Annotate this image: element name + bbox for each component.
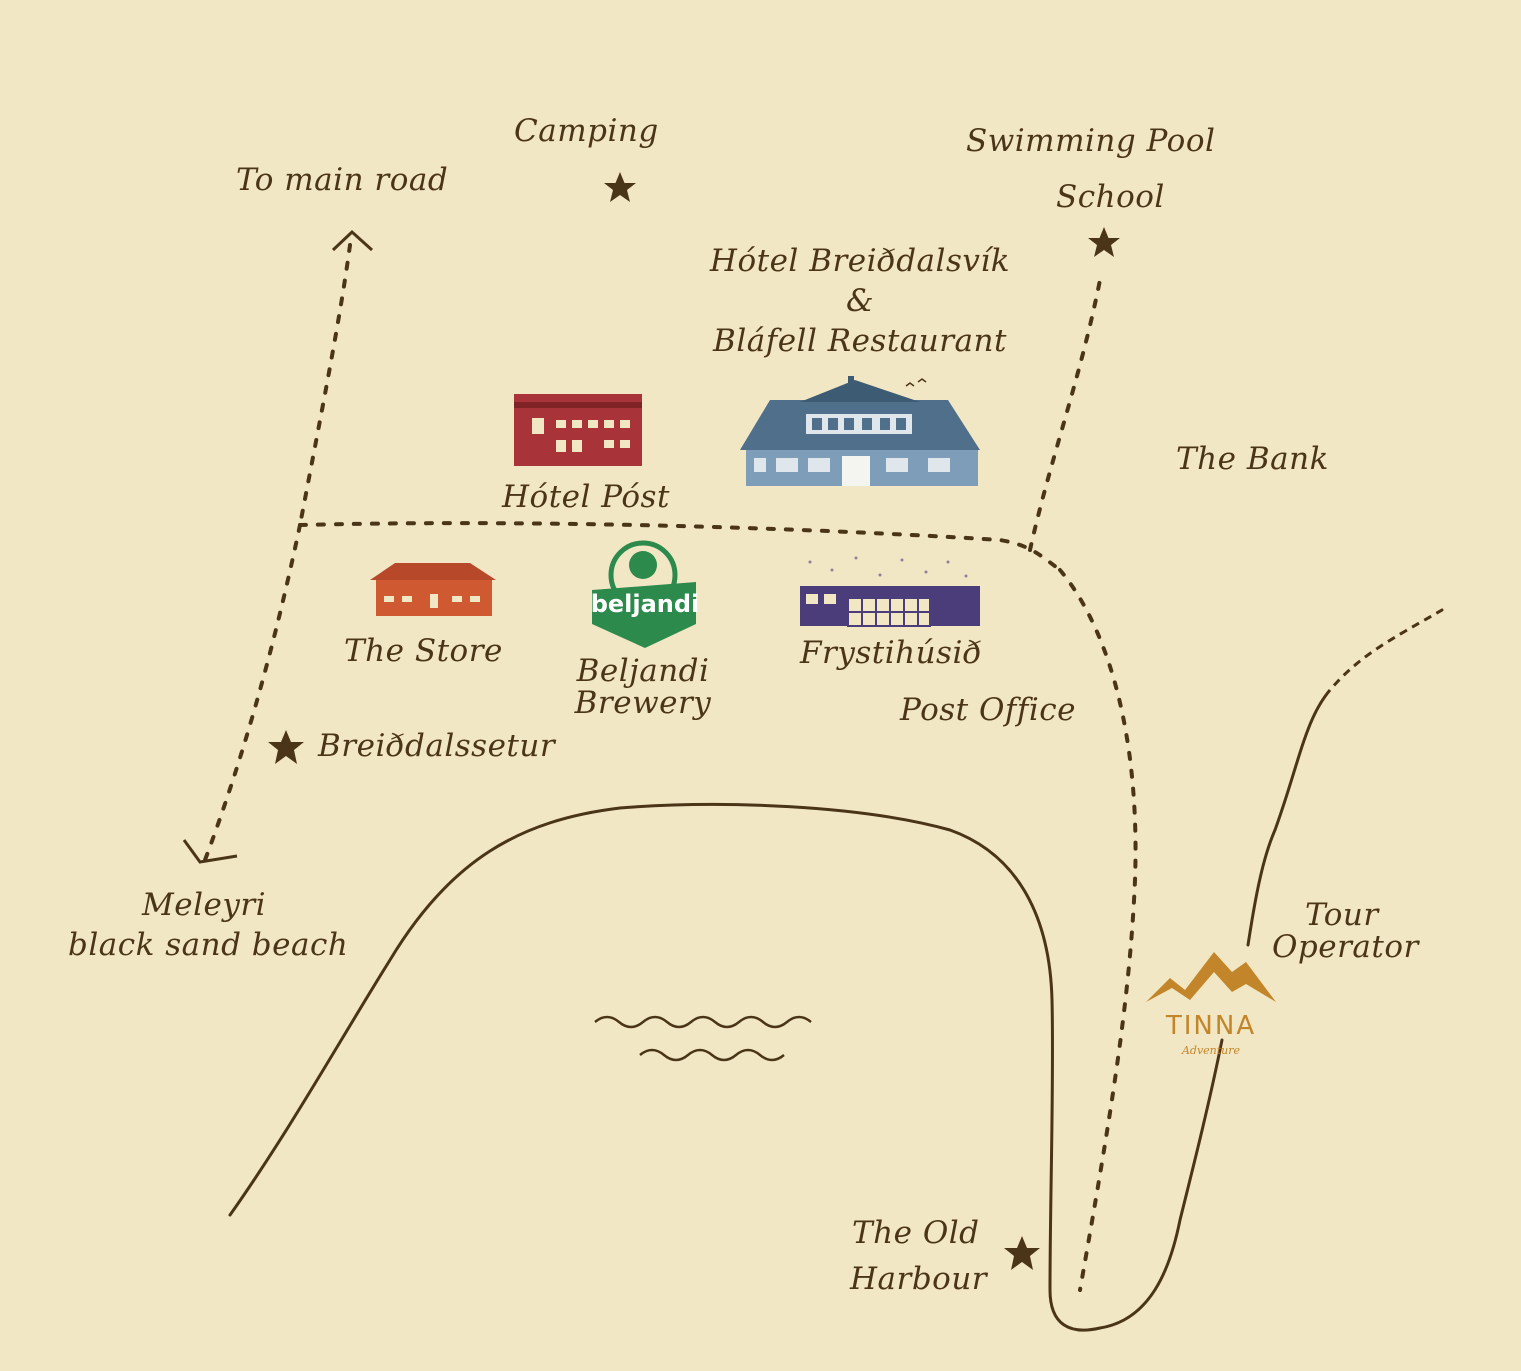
coastline (228, 803, 1224, 1332)
label-frystihusid: Frystihúsið (800, 635, 983, 671)
label-beljandi: Beljandi (576, 653, 710, 689)
beljandi-logo-icon: beljandi (591, 540, 700, 648)
arrow-down-icon (182, 839, 238, 864)
label-school: School (1056, 179, 1165, 215)
road-south (203, 523, 302, 862)
label-tour: Tour (1305, 897, 1379, 933)
label-the-store: The Store (344, 633, 503, 669)
road-north (298, 243, 352, 527)
star-icon (1004, 1236, 1040, 1270)
road-harbour (1058, 568, 1138, 1292)
label-meleyri: Meleyri (142, 887, 267, 923)
star-icon (1088, 227, 1120, 257)
label-breidalssetur: Breiðdalssetur (318, 728, 556, 764)
hotel-breidalsvik-building-icon (740, 376, 980, 486)
label-operator: Operator (1272, 929, 1419, 965)
road-main (298, 521, 1062, 572)
frystihusid-building-icon (800, 556, 980, 627)
road-school (1028, 278, 1102, 552)
wave-line (594, 1015, 812, 1029)
beljandi-logo-text: beljandi (591, 590, 700, 618)
label-harbour: Harbour (850, 1261, 988, 1297)
store-building-icon (370, 563, 496, 616)
tinna-logo-sub: Adventure (1181, 1044, 1241, 1057)
tinna-logo-text: TINNA (1165, 1011, 1256, 1041)
label-swimming-pool: Swimming Pool (966, 123, 1216, 159)
label-post-office: Post Office (900, 692, 1076, 728)
label-hotel-breidalsvik: Hótel Breiðdalsvík (709, 243, 1011, 279)
label-the-bank: The Bank (1176, 441, 1329, 477)
label-hotel-post: Hótel Póst (502, 479, 670, 515)
label-camping: Camping (514, 113, 659, 149)
label-the-old: The Old (852, 1215, 980, 1251)
arrow-up-icon (331, 229, 374, 252)
label-ampersand: & (845, 283, 875, 319)
label-blafell-restaurant: Bláfell Restaurant (713, 323, 1007, 359)
tinna-logo-icon: TINNA Adventure (1146, 952, 1276, 1057)
label-brewery: Brewery (574, 685, 712, 721)
star-icon (604, 172, 636, 202)
coastline-east (1246, 608, 1444, 947)
label-to-main-road: To main road (236, 162, 449, 198)
hotel-post-building-icon (514, 394, 642, 466)
coastline-east-dots (1328, 608, 1443, 692)
star-icon (268, 730, 304, 764)
label-black-sand-beach: black sand beach (68, 927, 349, 963)
wave-line (639, 1048, 785, 1062)
